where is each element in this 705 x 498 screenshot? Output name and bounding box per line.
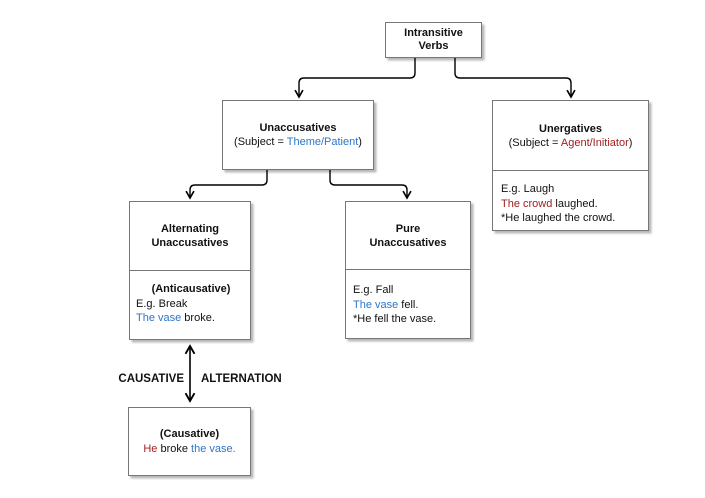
- example-sentence: The crowd laughed.: [501, 197, 642, 212]
- example-subject: The vase: [353, 298, 399, 311]
- example-rest: broke.: [181, 312, 215, 324]
- example-agent: He: [143, 442, 158, 455]
- example-subject: The crowd: [501, 197, 553, 210]
- node-unaccusatives: Unaccusatives (Subject = Theme/Patient): [222, 100, 374, 170]
- node-title: Unergatives: [539, 122, 602, 135]
- node-sublabel: (Causative): [159, 427, 220, 440]
- node-header: Unaccusatives (Subject = Theme/Patient): [223, 101, 373, 169]
- example-sentence: The vase broke.: [136, 311, 246, 326]
- node-examples: E.g. Fall The vase fell. *He fell the va…: [346, 270, 470, 327]
- connector-root-to-unergatives: [454, 58, 571, 97]
- node-header: Unergatives (Subject = Agent/Initiator): [493, 101, 648, 171]
- subject-suffix: ): [628, 136, 633, 149]
- node-header: Pure Unaccusatives: [346, 202, 470, 270]
- connector-unaccusatives-to-pure: [329, 170, 407, 198]
- node-subtitle: (Subject = Agent/Initiator): [509, 136, 633, 150]
- node-subtitle: (Subject = Theme/Patient): [234, 135, 362, 149]
- node-title-line: Unaccusatives: [151, 237, 229, 249]
- connector-unaccusatives-to-alternating: [190, 170, 268, 198]
- node-title: Unaccusatives: [259, 122, 337, 134]
- subject-prefix: (Subject =: [234, 136, 287, 148]
- example-intro: E.g. Break: [136, 297, 188, 310]
- node-title-line: Pure: [395, 222, 421, 235]
- example-rest: laughed.: [552, 197, 598, 210]
- example-sentence: He broke the vase.: [143, 442, 235, 457]
- node-examples: E.g. Laugh The crowd laughed. *He laughe…: [493, 171, 648, 226]
- node-intransitive-verbs: Intransitive Verbs: [385, 22, 482, 58]
- subject-role: Theme/Patient: [286, 136, 359, 148]
- example-ungrammatical: *He laughed the crowd.: [501, 212, 616, 224]
- node-header: Alternating Unaccusatives: [130, 202, 250, 271]
- connector-root-to-unaccusatives: [299, 58, 416, 97]
- node-unergatives: Unergatives (Subject = Agent/Initiator) …: [492, 100, 649, 231]
- example-intro: E.g. Laugh: [501, 183, 555, 195]
- node-causative: (Causative) He broke the vase.: [128, 407, 251, 476]
- example-rest: fell.: [398, 298, 419, 311]
- example-intro: E.g. Fall: [353, 284, 394, 296]
- node-title-line: Unaccusatives: [369, 236, 447, 249]
- label-alternation: ALTERNATION: [201, 373, 282, 385]
- subject-prefix: (Subject =: [508, 136, 561, 149]
- label-causative: CAUSATIVE: [118, 373, 184, 385]
- node-title-line: Verbs: [418, 40, 449, 52]
- node-alternating-unaccusatives: Alternating Unaccusatives (Anticausative…: [129, 201, 251, 340]
- node-title-line: Alternating: [160, 223, 220, 235]
- example-ungrammatical: *He fell the vase.: [353, 313, 437, 325]
- node-sublabel: (Anticausative): [151, 283, 231, 295]
- example-subject: The vase: [136, 312, 182, 324]
- node-examples: (Anticausative) E.g. Break The vase brok…: [130, 271, 250, 326]
- example-sentence: The vase fell.: [353, 298, 466, 313]
- node-title-line: Intransitive: [404, 27, 463, 39]
- subject-suffix: ): [358, 136, 362, 148]
- node-pure-unaccusatives: Pure Unaccusatives E.g. Fall The vase fe…: [345, 201, 471, 339]
- example-verb: broke: [157, 442, 192, 455]
- subject-role: Agent/Initiator: [560, 136, 629, 149]
- example-object: the vase.: [191, 442, 236, 455]
